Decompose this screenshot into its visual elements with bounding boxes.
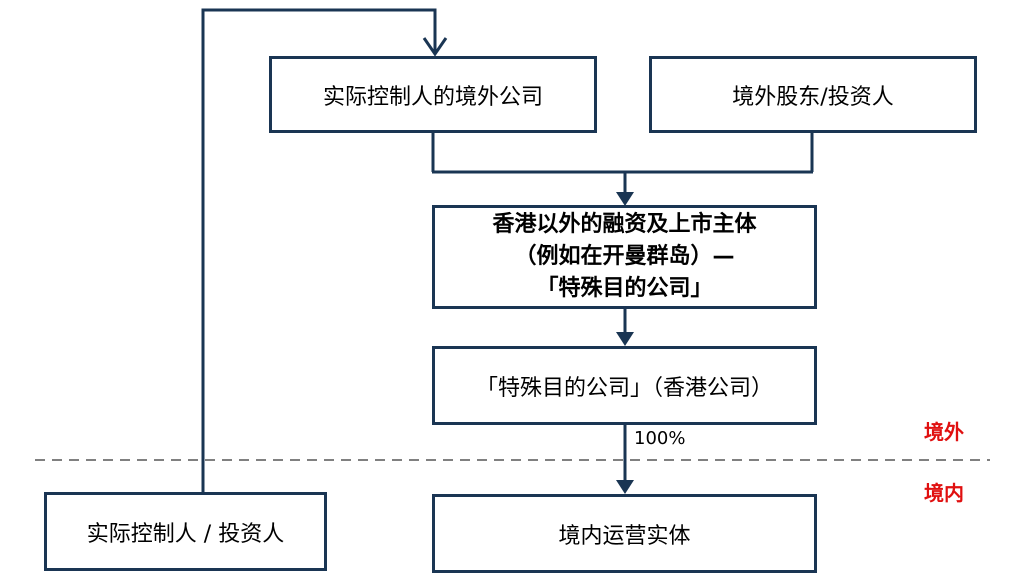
node-listing-vehicle: 香港以外的融资及上市主体 （例如在开曼群岛）— 「特殊目的公司」 [432,205,817,309]
ownership-percentage-label: 100% [634,428,686,449]
arrowhead-open [422,37,448,57]
listing-vehicle-line2: （例如在开曼群岛）— [514,244,735,269]
arrowhead [616,332,634,346]
node-controller-investor: 实际控制人 / 投资人 [44,492,327,571]
node-onshore-operating-entity: 境内运营实体 [432,494,817,573]
node-offshore-shareholders: 境外股东/投资人 [649,56,977,133]
arrowhead [616,480,634,494]
arrowhead [616,192,634,206]
node-onshore-operating-entity-label: 境内运营实体 [558,523,691,549]
node-hk-spv: 「特殊目的公司」（香港公司） [432,346,817,425]
connector-controller-to-offshore-company [201,8,437,495]
zone-label-offshore: 境外 [924,420,964,444]
node-controller-offshore-company: 实际控制人的境外公司 [269,56,597,133]
zone-label-onshore: 境内 [924,481,964,505]
node-controller-offshore-company-label: 实际控制人的境外公司 [322,84,543,110]
node-controller-investor-label: 实际控制人 / 投资人 [86,521,285,547]
listing-vehicle-line1: 香港以外的融资及上市主体 [492,212,757,237]
node-offshore-shareholders-label: 境外股东/投资人 [732,84,894,110]
listing-vehicle-line3: 「特殊目的公司」 [536,276,713,301]
node-hk-spv-label: 「特殊目的公司」（香港公司） [475,375,773,401]
